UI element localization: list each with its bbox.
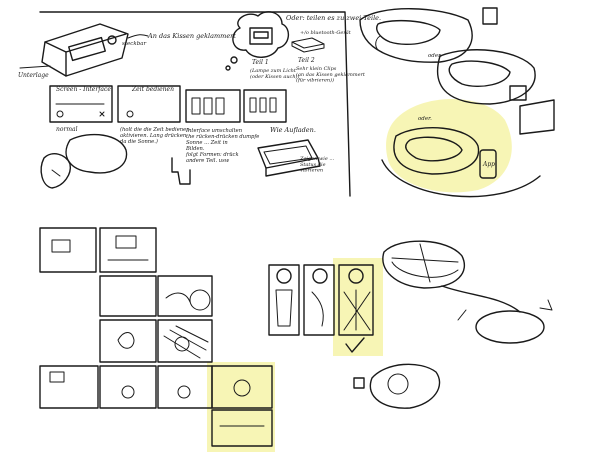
label-oder-2: oder. xyxy=(418,116,432,122)
bottom-pillow xyxy=(353,363,441,409)
label-teil2-sub: Sehr klein Clips(an das Kissen geklammer… xyxy=(296,66,366,84)
label-app: App xyxy=(482,161,495,168)
highlight-regions xyxy=(207,99,512,452)
label-steckbar: steckbar xyxy=(122,41,147,47)
sleeping-figures xyxy=(268,264,374,353)
label-teil1-sub: (Lampe zum Licht(oder Kissen auch)) xyxy=(250,67,300,80)
label-zeit-bedienen: Zeit bedienen xyxy=(131,86,174,93)
highlight-sleeper xyxy=(333,258,383,356)
label-normal: normal xyxy=(56,126,78,133)
label-screen-interface: Screen - Interface xyxy=(56,86,111,93)
room-sketches xyxy=(359,7,555,198)
highlight-storyboard xyxy=(207,362,275,452)
device-drawing xyxy=(19,23,129,77)
bluetooth-device xyxy=(291,37,325,53)
label-oder-1: oder. xyxy=(428,53,442,59)
pillow-cable xyxy=(382,240,553,344)
note-an-das-kissen: An das Kissen geklammert xyxy=(147,32,236,40)
label-teil1: Teil 1 xyxy=(252,59,269,66)
screen-panels xyxy=(49,85,287,123)
frame-left-top xyxy=(39,11,351,197)
note-oder-teilen: Oder: teilen es zu zwei Teile. xyxy=(286,14,381,22)
label-teil2: Teil 2 xyxy=(298,57,315,64)
note-bluetooth: +/o bluetooth-Gerät xyxy=(300,30,352,36)
storyboard-grid xyxy=(39,227,273,447)
label-unterlage: Unterlage xyxy=(18,72,49,79)
hand-pointer xyxy=(171,157,191,185)
thought-bubble xyxy=(225,11,289,71)
pillow-hand xyxy=(40,133,128,189)
charging-device xyxy=(257,139,321,177)
note-wie-aufladen: Wie Aufladen. xyxy=(270,126,316,134)
